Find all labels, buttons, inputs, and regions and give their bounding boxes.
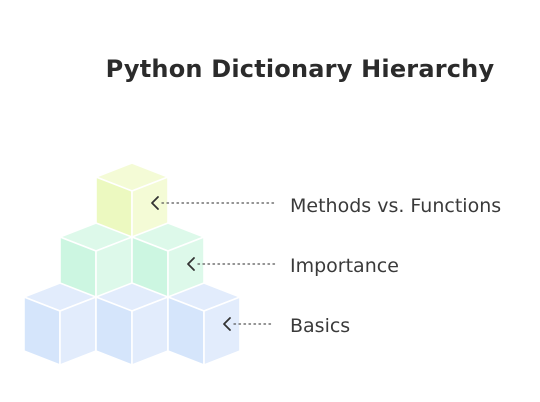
cube-block [23, 282, 97, 366]
cube-block [167, 282, 241, 366]
cube-block [95, 282, 169, 366]
diagram-title: Python Dictionary Hierarchy [106, 55, 495, 83]
cube-stack [23, 162, 241, 366]
arrow-head-middle [187, 257, 195, 271]
level-label-importance: Importance [290, 255, 399, 277]
level-callout-bottom: Basics [223, 315, 350, 337]
level-label-basics: Basics [290, 315, 350, 337]
level-callout-middle: Importance [187, 255, 399, 277]
level-label-methods: Methods vs. Functions [290, 195, 501, 217]
arrow-head-bottom [223, 317, 231, 331]
level-callout-top: Methods vs. Functions [151, 195, 501, 217]
cube-right-face [203, 296, 241, 366]
arrow-head-top [151, 196, 159, 210]
cube-level-basics [23, 282, 241, 366]
